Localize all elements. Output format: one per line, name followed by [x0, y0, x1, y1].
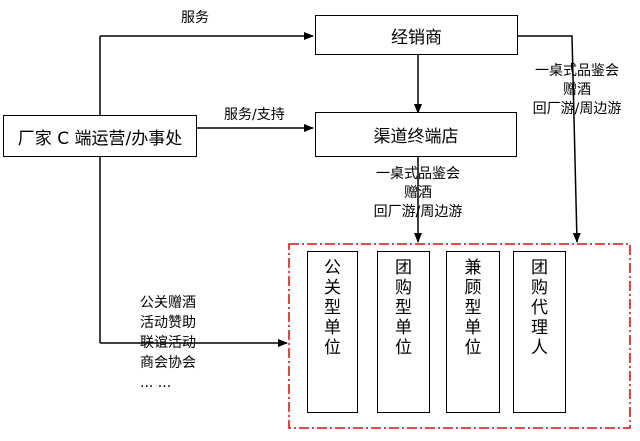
unit-box-both: 兼顾型单位 [446, 251, 500, 413]
terminal-activity-item: 赠酒 [404, 185, 432, 201]
manufacturer-activity-item: 联谊活动 [140, 335, 196, 351]
manufacturer-activities-label: 公关赠酒 活动赞助 联谊活动 商会协会 ... ... [140, 293, 196, 393]
unit-label-both: 兼顾型单位 [464, 258, 482, 358]
edge-label-service-support: 服务/支持 [224, 107, 285, 123]
terminal-activities-label: 一桌式品鉴会 赠酒 回厂游/周边游 [362, 165, 474, 222]
dealer-activity-item: 一桌式品鉴会 [535, 63, 619, 79]
unit-label-agent: 团购代理人 [531, 258, 548, 358]
terminal-label: 渠道终端店 [373, 127, 459, 147]
manufacturer-label: 厂家 C 端运营/办事处 [17, 128, 183, 149]
manufacturer-activity-item: 商会协会 [140, 355, 196, 371]
dealer-label: 经销商 [391, 27, 442, 48]
dealer-activity-item: 回厂游/周边游 [532, 101, 622, 117]
arrow-dealer-to-units [518, 35, 581, 243]
unit-box-pr: 公关型单位 [307, 251, 358, 413]
manufacturer-activity-item: ... ... [140, 375, 172, 391]
dealer-node: 经销商 [315, 15, 518, 55]
unit-box-group-buy: 团购型单位 [377, 251, 430, 413]
units-group-border [288, 243, 631, 429]
unit-label-pr: 公关型单位 [324, 258, 341, 358]
dealer-activities-label: 一桌式品鉴会 赠酒 回厂游/周边游 [522, 62, 632, 119]
unit-box-agent: 团购代理人 [513, 251, 566, 413]
dealer-activity-item: 赠酒 [563, 82, 591, 98]
unit-label-group-buy: 团购型单位 [395, 258, 412, 358]
manufacturer-activity-item: 活动赞助 [140, 315, 196, 331]
manufacturer-activity-item: 公关赠酒 [140, 295, 196, 311]
manufacturer-node: 厂家 C 端运营/办事处 [3, 115, 197, 157]
terminal-node: 渠道终端店 [315, 112, 517, 157]
edge-label-service: 服务 [181, 10, 209, 26]
terminal-activity-item: 回厂游/周边游 [373, 204, 463, 220]
terminal-activity-item: 一桌式品鉴会 [376, 166, 460, 182]
